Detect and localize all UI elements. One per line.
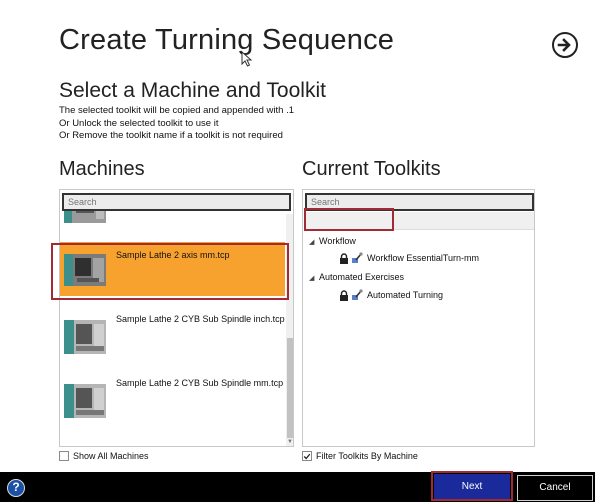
- filter-toolkits-checkbox[interactable]: [302, 451, 312, 461]
- tree-group-automated-exercises[interactable]: ◢ Automated Exercises: [309, 272, 404, 282]
- tree-group-label: Workflow: [319, 236, 356, 246]
- tree-item-label: Automated Turning: [367, 290, 444, 300]
- toolkit-icon: [352, 289, 363, 300]
- filter-toolkits-label: Filter Toolkits By Machine: [316, 451, 418, 461]
- tree-item-toolkit[interactable]: Automated Turning: [339, 289, 443, 301]
- machine-list-item[interactable]: [60, 211, 285, 227]
- lathe-machine-icon: [64, 254, 106, 286]
- machine-list-item[interactable]: Sample Lathe 2 CYB Sub Spindle mm.tcp: [60, 372, 285, 434]
- expand-caret-icon[interactable]: ◢: [309, 239, 315, 246]
- instruction-line: The selected toolkit will be copied and …: [59, 105, 295, 116]
- next-arrow-button[interactable]: [552, 32, 578, 58]
- filter-toolkits-checkbox-row[interactable]: Filter Toolkits By Machine: [302, 451, 418, 461]
- toolkit-name-field[interactable]: [305, 212, 534, 230]
- tree-item-label: Workflow EssentialTurn-mm: [367, 253, 480, 263]
- tree-group-workflow[interactable]: ◢ Workflow: [309, 236, 356, 246]
- machine-label: Sample Lathe 2 CYB Sub Spindle mm.tcp: [116, 378, 284, 388]
- lathe-machine-icon: [64, 384, 106, 418]
- machine-list-item-selected[interactable]: Sample Lathe 2 axis mm.tcp: [60, 242, 285, 296]
- tree-group-label: Automated Exercises: [319, 272, 405, 282]
- machines-scrollbar[interactable]: ▼: [286, 214, 293, 446]
- toolkits-title: Current Toolkits: [302, 158, 441, 180]
- lock-icon[interactable]: [339, 252, 349, 264]
- lock-icon[interactable]: [339, 289, 349, 301]
- scrollbar-thumb[interactable]: [287, 338, 293, 438]
- instruction-line: Or Remove the toolkit name if a toolkit …: [59, 130, 283, 141]
- machine-list-item[interactable]: Sample Lathe 2 CYB Sub Spindle inch.tcp: [60, 308, 285, 370]
- next-button-highlight: [431, 471, 513, 501]
- mouse-cursor-icon: [241, 51, 253, 67]
- lathe-machine-icon: [64, 320, 106, 354]
- toolkit-icon: [352, 252, 363, 263]
- cancel-button[interactable]: Cancel: [517, 475, 593, 501]
- toolkits-search-input[interactable]: [305, 193, 534, 211]
- show-all-machines-label: Show All Machines: [73, 451, 149, 461]
- machines-search-input[interactable]: [62, 193, 291, 211]
- selection-highlight: [51, 243, 289, 300]
- machine-label: Sample Lathe 2 CYB Sub Spindle inch.tcp: [116, 314, 285, 324]
- machines-title: Machines: [59, 158, 145, 180]
- checkmark-icon: [303, 453, 311, 459]
- machines-panel: Sample Lathe 2 axis mm.tcp Sample Lathe …: [59, 189, 294, 447]
- next-button[interactable]: Next: [434, 474, 510, 500]
- show-all-machines-checkbox[interactable]: [59, 451, 69, 461]
- tree-item-toolkit[interactable]: Workflow EssentialTurn-mm: [339, 252, 479, 264]
- arrow-right-icon: [557, 38, 571, 52]
- scroll-down-icon[interactable]: ▼: [287, 439, 293, 445]
- lathe-machine-icon: [64, 211, 106, 223]
- instructions: The selected toolkit will be copied and …: [59, 105, 294, 143]
- expand-caret-icon[interactable]: ◢: [309, 275, 315, 282]
- instruction-line: Or Unlock the selected toolkit to use it: [59, 117, 219, 129]
- toolkits-panel: ◢ Workflow Workflow EssentialTurn-mm ◢ Aut…: [302, 189, 535, 447]
- toolkit-field-highlight: [304, 208, 394, 231]
- show-all-machines-checkbox-row[interactable]: Show All Machines: [59, 451, 149, 461]
- page-title: Create Turning Sequence: [59, 24, 395, 56]
- machine-label: Sample Lathe 2 axis mm.tcp: [116, 250, 230, 260]
- help-icon[interactable]: ?: [7, 479, 25, 497]
- section-subtitle: Select a Machine and Toolkit: [59, 79, 326, 102]
